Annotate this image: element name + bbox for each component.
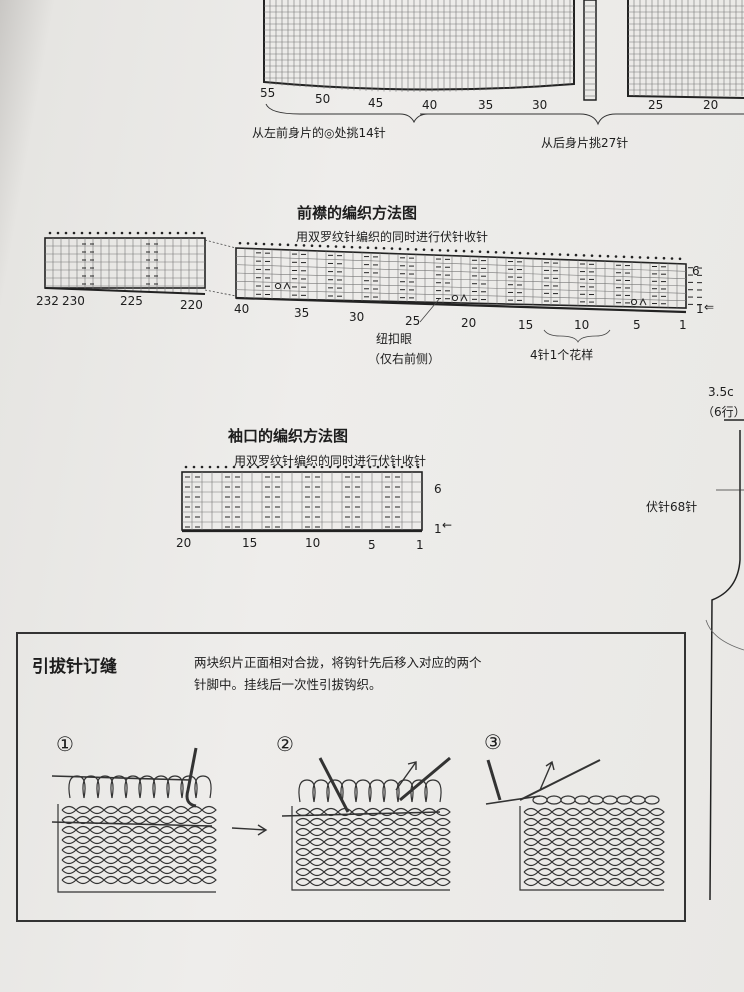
sleeve-outline: [709, 419, 744, 901]
pattern-repeat: 4针1个花样: [530, 348, 594, 362]
bracket-right: [420, 113, 744, 126]
dim-rows: （6行）: [702, 405, 744, 419]
top-num: 45: [368, 96, 384, 110]
fb-row-top: 6: [692, 264, 700, 278]
fb-right-num: 25: [405, 314, 421, 328]
seam-desc-1: 两块织片正面相对合拢，将钩针先后移入对应的两个: [194, 655, 482, 670]
cuff-title: 袖口的编织方法图: [228, 427, 349, 445]
cuff-num: 1: [416, 538, 424, 552]
step-3: ③: [484, 730, 502, 754]
front-band-right-chart: [235, 247, 702, 314]
seam-desc-2: 针脚中。挂线后一次性引拔钩织。: [194, 677, 382, 692]
fb-right-num: 40: [234, 302, 250, 316]
top-num: 35: [478, 98, 494, 112]
top-num: 40: [422, 98, 438, 112]
cuff-row-bottom: 1: [434, 522, 442, 536]
front-band-left-chart: [44, 237, 206, 295]
row-direction-icon: ←: [442, 518, 453, 532]
fb-right-num: 15: [518, 318, 534, 332]
step-2: ②: [276, 732, 294, 756]
top-num: 30: [532, 98, 548, 112]
front-band-instruction: 用双罗纹针编织的同时进行伏针收针: [296, 230, 489, 244]
fb-right-num: 35: [294, 306, 310, 320]
front-band-title: 前襟的编织方法图: [297, 204, 418, 222]
fb-left-num: 232: [36, 294, 59, 308]
fb-left-num: 220: [180, 298, 203, 312]
cuff-num: 10: [305, 536, 321, 550]
top-grid-right: [583, 0, 744, 101]
top-num: 50: [315, 92, 331, 106]
bind-off-count: 伏针68针: [646, 500, 698, 514]
note-left-front: 从左前身片的◎处挑14针: [252, 126, 386, 140]
cuff-instruction: 用双罗纹针编织的同时进行伏针收针: [234, 454, 427, 468]
cuff-num: 20: [176, 536, 192, 550]
fb-right-num: 30: [349, 310, 365, 324]
buttonhole-label: 纽扣眼: [376, 332, 413, 346]
top-num: 55: [260, 86, 276, 100]
buttonhole-note: （仅右前侧）: [368, 352, 441, 366]
fb-left-num: 225: [120, 294, 143, 308]
fb-right-num: 10: [574, 318, 590, 332]
fb-left-num: 230: [62, 294, 85, 308]
fb-row-bottom: 1: [696, 302, 704, 316]
seam-section: [16, 632, 686, 922]
step-1: ①: [56, 732, 74, 756]
note-back: 从后身片挑27针: [541, 136, 629, 150]
cuff-num: 15: [242, 536, 258, 550]
dim-width: 3.5c: [708, 385, 734, 399]
bracket-left: [265, 103, 550, 124]
top-num: 20: [703, 98, 719, 112]
seam-title: 引拔针订缝: [32, 657, 117, 677]
top-num: 25: [648, 98, 664, 112]
cuff-chart: [181, 471, 423, 533]
fb-right-num: 20: [461, 316, 477, 330]
cuff-num: 5: [368, 538, 376, 552]
fb-right-num: 5: [633, 318, 641, 332]
cuff-row-top: 6: [434, 482, 442, 496]
row-direction-icon: ⇐: [704, 300, 715, 314]
top-grid-left: [263, 0, 575, 92]
fb-right-num: 1: [679, 318, 687, 332]
